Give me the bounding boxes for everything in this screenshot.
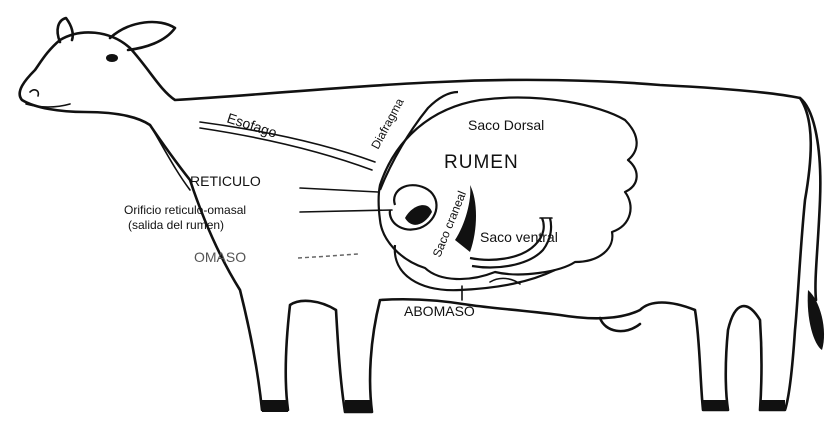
label-esofago: Esofago (225, 110, 279, 141)
reticulo-pointer (300, 188, 378, 192)
cow-udder (600, 318, 640, 331)
cow-ear (110, 22, 175, 50)
label-orificio-line1: Orificio reticulo-omasal (124, 203, 246, 217)
cow-hoof (703, 400, 728, 410)
omaso-pointer (298, 254, 358, 258)
label-rumen: RUMEN (444, 152, 519, 173)
label-orificio-line2: (salida del rumen) (128, 218, 224, 232)
abomaso-outline (395, 245, 555, 290)
cow-hoof (262, 400, 288, 412)
cow-nostril (30, 90, 38, 96)
label-omaso: OMASO (194, 249, 246, 265)
cow-hoof (760, 400, 785, 410)
label-saco-ventral: Saco ventral (480, 229, 558, 245)
cow-eye (106, 54, 118, 62)
label-reticulo: RETICULO (190, 173, 261, 189)
cow-hoof (345, 400, 372, 412)
esophagus-line (200, 128, 372, 170)
label-saco-dorsal: Saco Dorsal (468, 117, 544, 133)
label-diafragma: Diafragma (368, 96, 407, 152)
cow-neck-line (150, 125, 190, 190)
label-abomaso: ABOMASO (404, 303, 475, 319)
esophagus-line (200, 122, 375, 162)
